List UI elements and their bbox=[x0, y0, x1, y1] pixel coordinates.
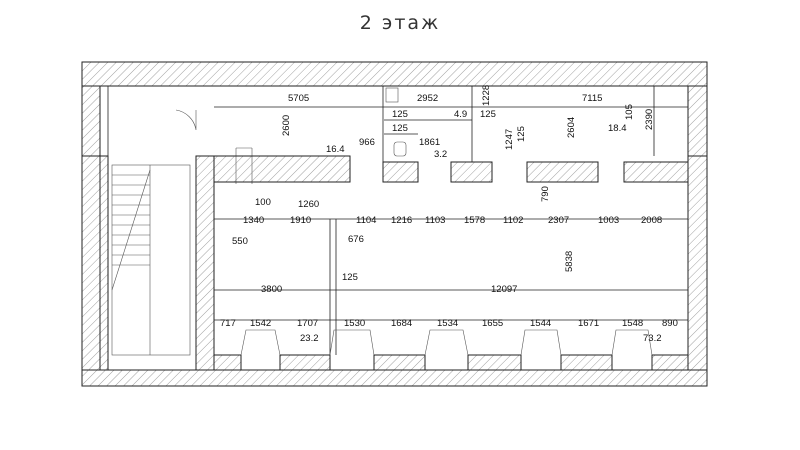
dim-100: 100 bbox=[255, 197, 271, 208]
dim-v-105: 105 bbox=[624, 104, 635, 120]
area-16-4: 16.4 bbox=[326, 144, 345, 155]
dim-top-2: 2952 bbox=[417, 93, 438, 104]
dim-1707: 1707 bbox=[297, 318, 318, 329]
area-23-2: 23.2 bbox=[300, 333, 319, 344]
stair-wall-left bbox=[99, 155, 109, 371]
outer-wall-left bbox=[81, 85, 101, 157]
pier-4 bbox=[623, 161, 689, 183]
outer-wall-left-lower bbox=[81, 155, 101, 371]
dim-1340: 1340 bbox=[243, 215, 264, 226]
outer-wall-bottom bbox=[81, 369, 708, 387]
dim-1542: 1542 bbox=[250, 318, 271, 329]
dim-125-c: 125 bbox=[480, 109, 496, 120]
dim-1671: 1671 bbox=[578, 318, 599, 329]
pier-2 bbox=[450, 161, 493, 183]
right-upper-wall bbox=[687, 85, 708, 157]
dim-1003: 1003 bbox=[598, 215, 619, 226]
dim-966: 966 bbox=[359, 137, 375, 148]
bottom-pier-6 bbox=[651, 354, 689, 371]
bottom-pier-1 bbox=[213, 354, 242, 371]
dim-2307: 2307 bbox=[548, 215, 569, 226]
page-title: 2 этаж bbox=[359, 12, 441, 34]
pier-3 bbox=[526, 161, 599, 183]
bottom-pier-2 bbox=[279, 354, 331, 371]
dim-717: 717 bbox=[220, 318, 236, 329]
dim-125-b: 125 bbox=[392, 123, 408, 134]
bottom-pier-5 bbox=[560, 354, 613, 371]
dim-2008: 2008 bbox=[641, 215, 662, 226]
dim-v-2604: 2604 bbox=[566, 117, 577, 138]
dim-676: 676 bbox=[348, 234, 364, 245]
stair-treads bbox=[111, 165, 151, 355]
door-swing-stair bbox=[175, 109, 197, 131]
dim-1684: 1684 bbox=[391, 318, 412, 329]
dim-125-a: 125 bbox=[392, 109, 408, 120]
dim-1655: 1655 bbox=[482, 318, 503, 329]
outer-wall-right bbox=[687, 155, 708, 371]
dim-1260: 1260 bbox=[298, 199, 319, 210]
dim-top-3: 7115 bbox=[582, 93, 602, 104]
dim-v-2600: 2600 bbox=[281, 115, 292, 136]
dim-1861: 1861 bbox=[419, 137, 440, 148]
dim-890: 890 bbox=[662, 318, 678, 329]
dim-790: 790 bbox=[540, 186, 551, 202]
dim-1544: 1544 bbox=[530, 318, 551, 329]
dim-1102: 1102 bbox=[503, 215, 523, 226]
area-73-2: 73.2 bbox=[643, 333, 662, 344]
dim-1910: 1910 bbox=[290, 215, 311, 226]
dim-1216: 1216 bbox=[391, 215, 412, 226]
dim-125-d: 125 bbox=[342, 272, 358, 283]
dim-1534: 1534 bbox=[437, 318, 458, 329]
area-3-2: 3.2 bbox=[434, 149, 447, 160]
dim-550: 550 bbox=[232, 236, 248, 247]
dim-1103: 1103 bbox=[425, 215, 445, 226]
dim-1530: 1530 bbox=[344, 318, 365, 329]
dim-v-5838: 5838 bbox=[564, 251, 575, 272]
stair-flight bbox=[111, 164, 191, 356]
bottom-pier-4 bbox=[467, 354, 522, 371]
wc-fixture bbox=[385, 87, 407, 157]
dim-1548: 1548 bbox=[622, 318, 643, 329]
outer-wall-top bbox=[81, 61, 708, 87]
area-4-9: 4.9 bbox=[454, 109, 467, 120]
pier-1 bbox=[382, 161, 419, 183]
dim-v-1247: 1247 bbox=[504, 129, 515, 150]
bottom-pier-3 bbox=[373, 354, 426, 371]
dim-v-2390: 2390 bbox=[644, 109, 655, 130]
dim-3800: 3800 bbox=[261, 284, 282, 295]
stair-wall-right bbox=[195, 155, 215, 371]
dim-12097: 12097 bbox=[491, 284, 517, 295]
area-18-4: 18.4 bbox=[608, 123, 627, 134]
dim-v-1228: 1228 bbox=[481, 85, 492, 106]
dim-1104: 1104 bbox=[356, 215, 376, 226]
window-marks bbox=[240, 329, 653, 356]
dim-top-1: 5705 bbox=[288, 93, 309, 104]
partition-upper bbox=[213, 155, 351, 183]
dim-1578: 1578 bbox=[464, 215, 485, 226]
dim-v-125: 125 bbox=[516, 126, 527, 142]
